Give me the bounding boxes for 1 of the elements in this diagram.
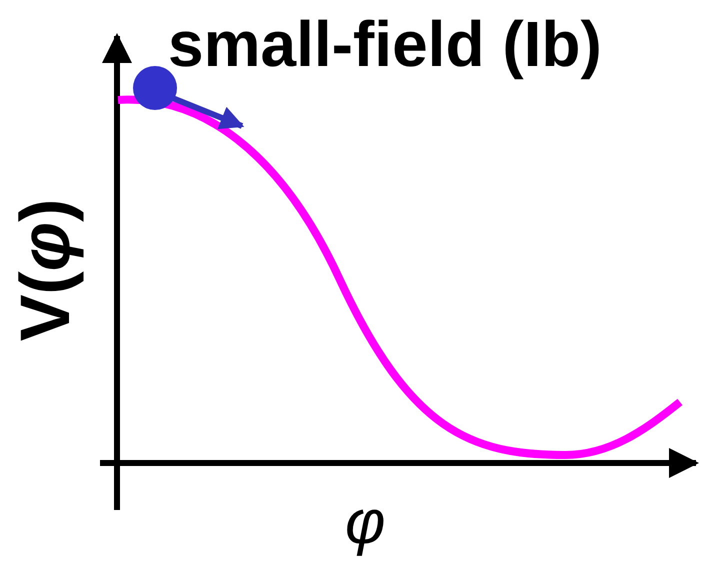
axis-label: φ	[345, 492, 386, 554]
